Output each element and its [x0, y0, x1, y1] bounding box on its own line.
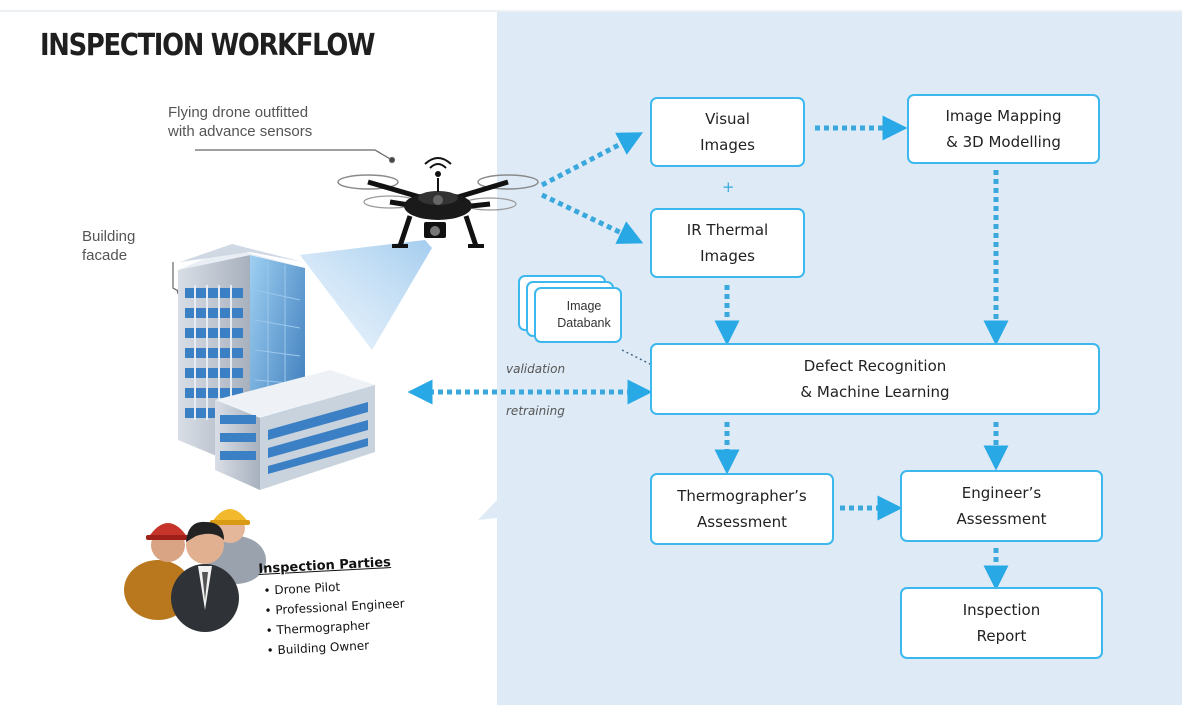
box-inspection-report-line-1: Inspection [962, 601, 1041, 619]
building-facade-illustration [178, 244, 375, 490]
inspection-parties-list: Drone Pilot Professional Engineer Thermo… [259, 573, 407, 660]
box-engineer-line-2: Assessment [956, 510, 1047, 528]
drone-callout: Flying drone outfitted with advance sens… [168, 103, 312, 141]
box-engineer-assessment: Engineer’s Assessment [900, 470, 1103, 542]
box-defect-recognition-line-1: Defect Recognition [803, 357, 947, 375]
box-visual-images: Visual Images [650, 97, 805, 167]
box-thermographer-line-1: Thermographer’s [677, 487, 807, 505]
box-inspection-report: Inspection Report [900, 587, 1103, 659]
page-title: INSPECTION WORKFLOW [40, 28, 376, 63]
facade-callout: Building facade [82, 227, 135, 265]
box-defect-recognition: Defect Recognition & Machine Learning [650, 343, 1100, 415]
box-defect-recognition-line-2: & Machine Learning [800, 383, 950, 401]
box-visual-images-line-2: Images [700, 136, 755, 154]
drone-callout-line-1: Flying drone outfitted [168, 104, 309, 121]
box-ir-thermal-line-1: IR Thermal [686, 221, 769, 239]
box-ir-thermal-line-2: Images [700, 247, 755, 265]
edge-drone-to-ir [540, 192, 644, 244]
box-engineer-line-1: Engineer’s [961, 484, 1042, 502]
image-databank-label: Image Databank [546, 298, 622, 332]
databank-connector [621, 349, 653, 366]
box-image-mapping: Image Mapping & 3D Modelling [907, 94, 1100, 164]
camera-beam [300, 240, 432, 350]
box-thermographer-assessment: Thermographer’s Assessment [650, 473, 834, 545]
box-visual-images-line-1: Visual [705, 110, 750, 128]
plus-sign: + [722, 178, 735, 196]
databank-label-line-1: Image [566, 299, 602, 313]
edge-drone-to-visual [540, 132, 644, 188]
box-thermographer-line-2: Assessment [697, 513, 787, 531]
image-databank-stack [518, 275, 628, 345]
box-ir-thermal-images: IR Thermal Images [650, 208, 805, 278]
facade-callout-line-2: facade [82, 247, 128, 264]
drone-illustration [337, 157, 539, 248]
box-image-mapping-line-2: & 3D Modelling [946, 133, 1061, 151]
box-inspection-report-line-2: Report [976, 627, 1027, 645]
box-image-mapping-line-1: Image Mapping [945, 107, 1062, 125]
drone-callout-line [195, 149, 396, 164]
inspection-parties-figures [124, 509, 266, 632]
validation-label: validation [506, 362, 566, 376]
retraining-label: retraining [506, 404, 565, 418]
drone-callout-line-2: with advance sensors [168, 123, 313, 140]
facade-callout-line-1: Building [82, 228, 136, 245]
databank-label-line-2: Databank [557, 316, 611, 330]
databank-card-front [534, 287, 622, 343]
inspection-parties: Inspection Parties Drone Pilot Professio… [258, 554, 407, 660]
